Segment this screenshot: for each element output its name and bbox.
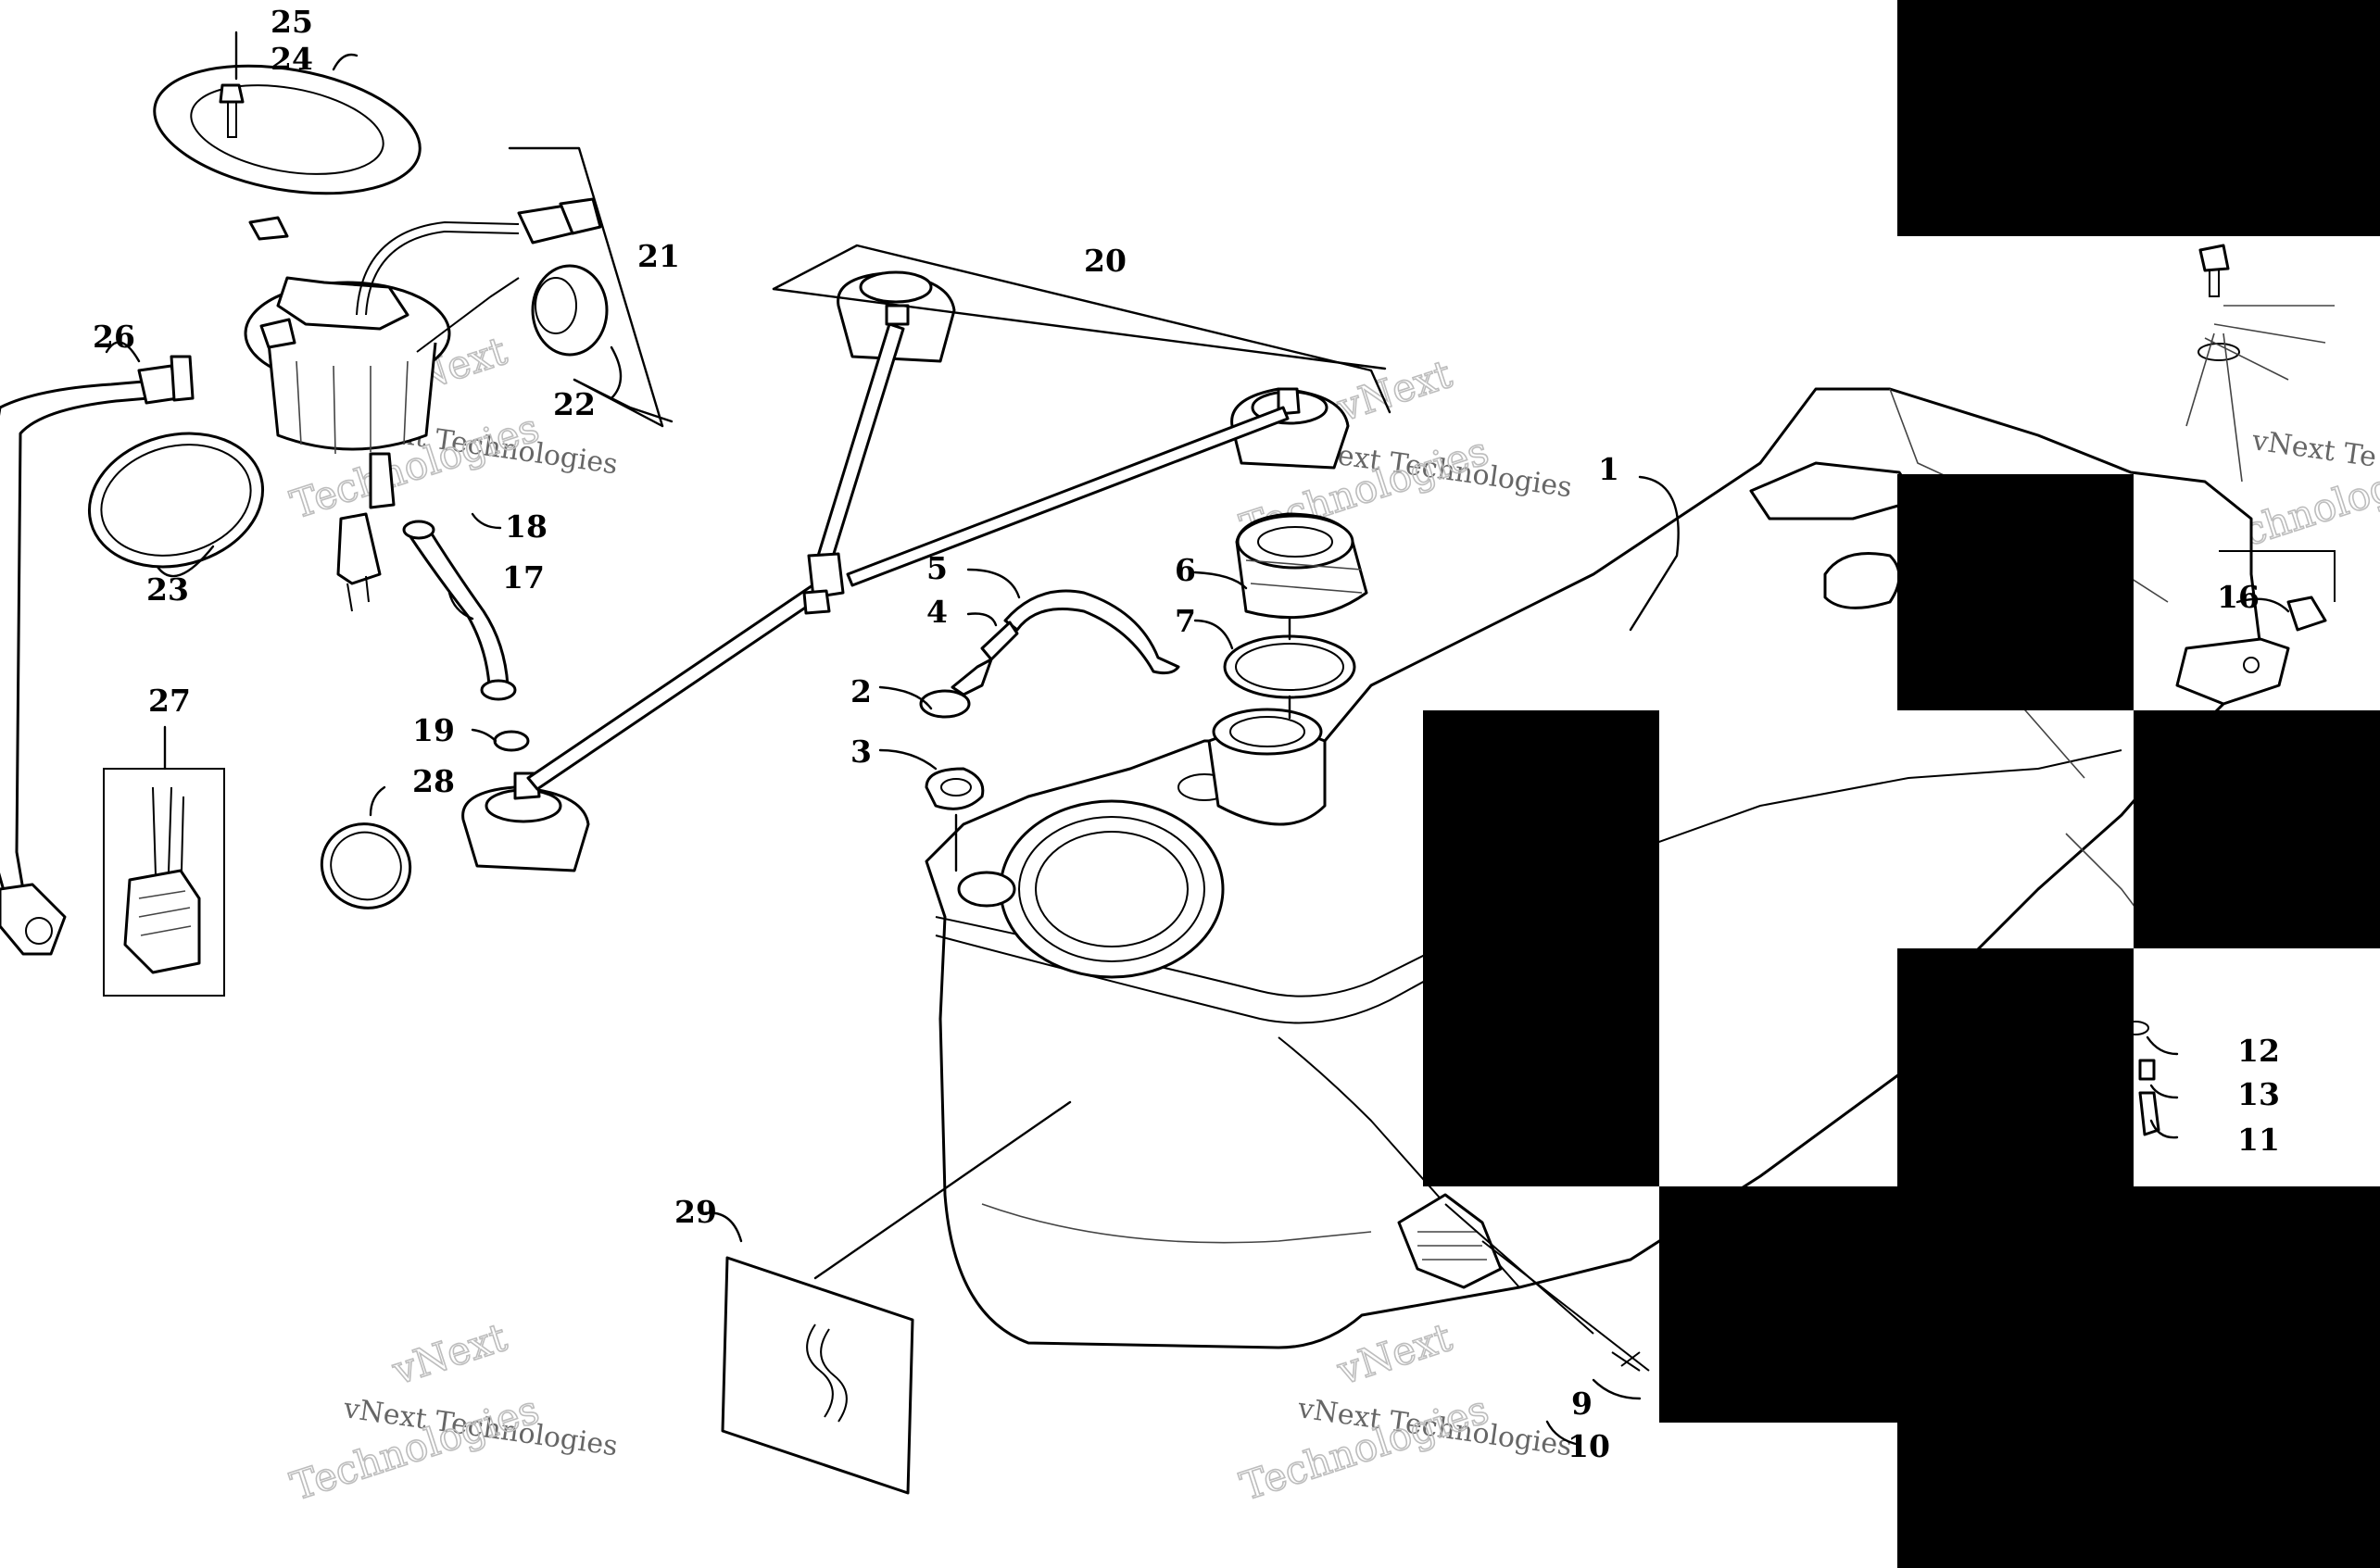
callout-labels: 1 2 3 4 5 6 7 9 10 11 12 13 16 17 18 19 …: [93, 4, 2280, 1464]
callout-27: 27: [148, 683, 191, 719]
callout-21: 21: [637, 238, 680, 274]
callout-28: 28: [412, 763, 455, 799]
watermark-line: vNext Te: [2249, 424, 2378, 474]
callout-2: 2: [850, 673, 872, 709]
redaction-block: [1897, 0, 2380, 236]
callout-9: 9: [1571, 1386, 1593, 1422]
callout-16: 16: [2217, 579, 2260, 615]
cap-gasket-illustration: [1223, 634, 1356, 699]
callout-4: 4: [926, 594, 948, 630]
callout-18: 18: [505, 508, 548, 545]
callout-29: 29: [674, 1194, 717, 1230]
relay-27-illustration: [103, 768, 225, 997]
redaction-block: [1423, 710, 1659, 1186]
callout-23: 23: [146, 571, 189, 608]
redaction-block: [1897, 948, 2134, 1186]
callout-17: 17: [502, 559, 545, 596]
redaction-block: [1659, 1186, 2380, 1423]
filler-cap-illustration: [1235, 512, 1368, 620]
callout-26: 26: [93, 319, 135, 355]
vent-hose-illustration: [919, 589, 1180, 872]
redaction-blocks: [1423, 0, 2380, 1568]
clamp-28-illustration: [320, 822, 412, 909]
redaction-block: [1897, 1423, 2380, 1568]
watermark-group-3: vNext vNext Technologies Technologies: [284, 1313, 620, 1510]
callout-7: 7: [1175, 603, 1196, 639]
label-decal-29-illustration: [721, 1256, 914, 1495]
vent-line-assembly-illustration: [461, 270, 1350, 872]
callout-10: 10: [1568, 1428, 1610, 1464]
hardware-right-illustration: [2122, 244, 2336, 1136]
callout-22: 22: [553, 386, 596, 422]
leader-lines: [105, 31, 2290, 1447]
watermark-top: vNext: [386, 1314, 512, 1394]
callout-1: 1: [1598, 451, 1619, 487]
feed-hose-illustration: [0, 355, 195, 956]
redaction-block: [2134, 710, 2380, 948]
callout-19: 19: [412, 712, 455, 748]
fuel-pump-assembly-illustration: [244, 197, 609, 612]
callout-11: 11: [2237, 1122, 2280, 1158]
pump-oring-illustration: [87, 432, 265, 569]
callout-13: 13: [2237, 1076, 2280, 1112]
callout-25: 25: [271, 4, 313, 40]
callout-6: 6: [1175, 552, 1196, 588]
callout-5: 5: [926, 550, 948, 586]
callout-3: 3: [850, 734, 872, 770]
callout-20: 20: [1084, 243, 1127, 279]
watermark-top: vNext: [1331, 351, 1457, 431]
redaction-block: [1897, 474, 2134, 710]
callout-12: 12: [2237, 1033, 2280, 1069]
callout-24: 24: [271, 41, 313, 77]
watermark-top: vNext: [1331, 1314, 1457, 1394]
bolt-25-illustration: [219, 83, 245, 138]
hose-17-illustration: [402, 520, 530, 752]
